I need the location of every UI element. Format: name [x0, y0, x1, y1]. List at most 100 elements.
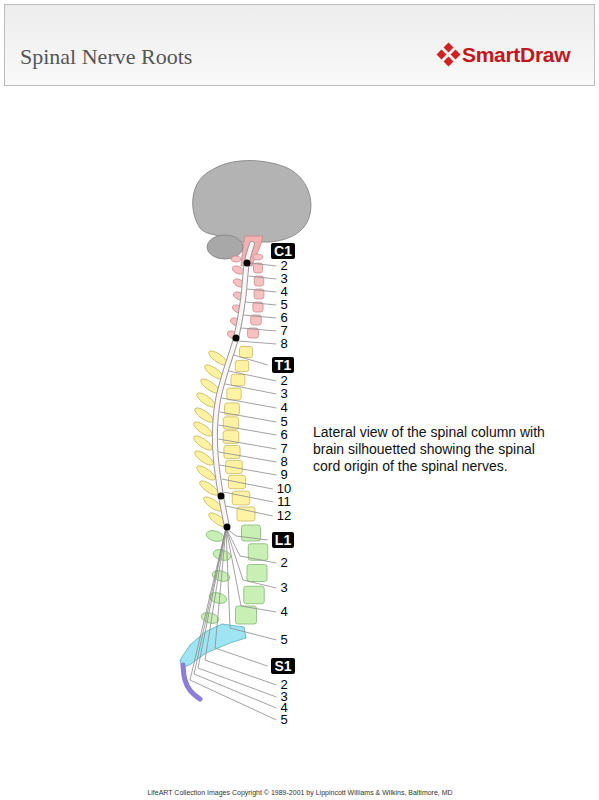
level-number: 7: [280, 442, 287, 456]
sacrum: [180, 624, 246, 668]
atlas-arch: [231, 256, 241, 262]
nerve-root-line: [226, 528, 268, 540]
figure-caption: Lateral view of the spinal column with b…: [313, 424, 553, 475]
level-box: L1: [272, 532, 294, 548]
level-box: S1: [271, 658, 294, 674]
level-name: S1: [274, 658, 291, 674]
nerve-root-line: [229, 371, 277, 381]
nerve-root-line: [226, 506, 273, 516]
level-dot: [224, 524, 231, 531]
level-number: 6: [280, 428, 287, 442]
brand-logo: SmartDraw: [462, 43, 570, 67]
level-name: C1: [274, 243, 292, 259]
cerebrum: [193, 161, 311, 243]
nerve-root-line: [226, 528, 276, 563]
level-number: 4: [280, 401, 287, 415]
atlas-body: [253, 254, 263, 260]
nerve-root-line: [220, 465, 277, 475]
level-number: 5: [280, 633, 287, 647]
level-dot: [233, 335, 240, 342]
level-dots: [218, 260, 251, 531]
nerve-root-line: [246, 302, 277, 305]
nerve-root-line: [222, 398, 277, 408]
level-number: 11: [277, 495, 291, 509]
nerve-root-line: [243, 315, 276, 318]
logo-diamond: [444, 57, 454, 67]
level-name: T1: [275, 357, 291, 373]
level-number: 8: [280, 337, 287, 351]
nerve-root-line: [234, 355, 268, 365]
cervical-vertebra-group: [248, 263, 264, 338]
lumbar-vertebra: [244, 586, 265, 604]
nerve-root-line: [226, 528, 276, 588]
nerve-root-line: [198, 528, 276, 697]
nerve-root-line: [190, 528, 276, 720]
level-number: 5: [280, 713, 287, 727]
nerve-root-line: [225, 384, 276, 394]
nerve-root-line: [247, 289, 276, 292]
level-number: 9: [280, 468, 287, 482]
nerve-root-line: [226, 528, 276, 612]
level-name: L1: [275, 532, 291, 548]
logo-diamond: [437, 50, 447, 60]
header-panel: [5, 5, 595, 86]
nerve-root-line: [238, 341, 276, 344]
nerve-roots: [190, 263, 276, 720]
level-number: 2: [280, 259, 287, 273]
nerve-root-line: [220, 412, 277, 422]
thoracic-vertebra: [231, 374, 245, 386]
logo-diamond: [444, 43, 454, 53]
level-box: T1: [272, 357, 294, 373]
level-number: 10: [277, 482, 291, 496]
nerve-root-line: [226, 528, 276, 640]
lumbar-process: [205, 529, 225, 543]
nerve-root-line: [222, 479, 273, 489]
thoracic-process: [193, 448, 216, 467]
level-number: 5: [280, 298, 287, 312]
thoracic-process: [192, 433, 215, 452]
level-number: 8: [280, 455, 287, 469]
nerve-root-line: [218, 439, 276, 449]
level-number: 6: [280, 311, 287, 325]
thoracic-vertebra: [224, 446, 240, 459]
nerve-root-line: [249, 276, 277, 279]
copyright-note: LifeART Collection Images Copyright © 19…: [147, 789, 452, 796]
level-number: 4: [280, 285, 287, 299]
thoracic-vertebra: [232, 491, 250, 505]
level-number: 12: [277, 509, 291, 523]
nerve-root-line: [219, 452, 277, 462]
cerebellum: [207, 235, 243, 259]
level-number: 4: [280, 605, 287, 619]
thoracic-vertebra: [240, 347, 253, 358]
page-title: Spinal Nerve Roots: [20, 44, 192, 70]
lumbar-vertebra: [236, 606, 257, 624]
level-number: 2: [280, 556, 287, 570]
level-number: 3: [280, 272, 287, 286]
thoracic-vertebra: [235, 360, 248, 371]
level-number: 3: [280, 387, 287, 401]
level-number: 5: [280, 415, 287, 429]
nerve-root-line: [241, 328, 277, 331]
level-box: C1: [271, 243, 295, 259]
level-dot: [218, 493, 225, 500]
level-number: 3: [280, 581, 287, 595]
level-number: 7: [280, 324, 287, 338]
level-number: 2: [280, 374, 287, 388]
nerve-root-line: [205, 528, 276, 685]
nerve-root-line: [219, 425, 277, 435]
logo-diamonds: [437, 43, 461, 67]
nerve-root-line: [250, 263, 276, 266]
nerve-root-line: [223, 492, 273, 502]
lumbar-vertebra-group: [236, 525, 268, 624]
nerve-root-line: [194, 528, 276, 708]
level-dot: [244, 260, 251, 267]
thoracic-vertebra: [226, 460, 243, 473]
thoracic-vertebra: [227, 388, 241, 400]
logo-diamond: [451, 50, 461, 60]
lumbar-vertebra: [247, 565, 267, 582]
coccyx: [183, 665, 200, 699]
